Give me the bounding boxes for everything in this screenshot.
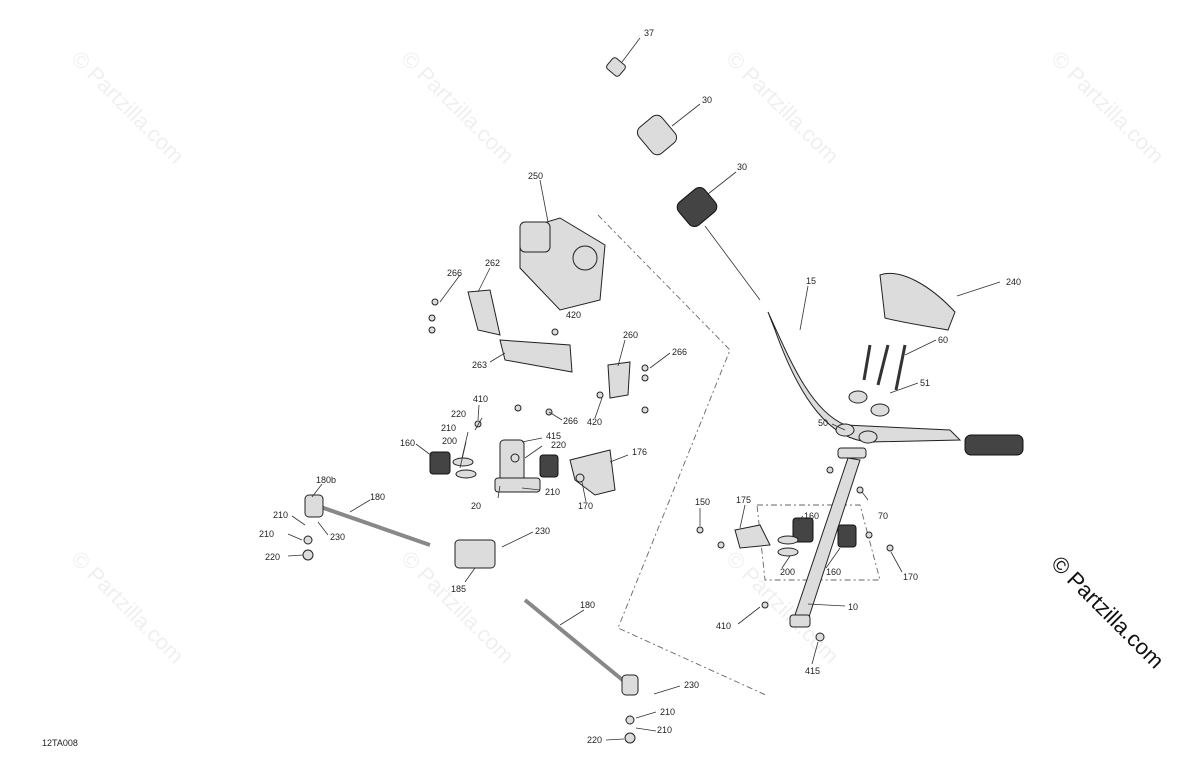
callout-210: 210 — [660, 707, 675, 717]
watermark: © Partzilla.com — [1046, 46, 1169, 169]
callout-415: 415 — [805, 666, 820, 676]
callout-210: 210 — [441, 423, 456, 433]
callout-240: 240 — [1006, 277, 1021, 287]
callout-220: 220 — [551, 440, 566, 450]
callout-70: 70 — [878, 511, 888, 521]
callout-175: 175 — [736, 495, 751, 505]
callout-262: 262 — [485, 258, 500, 268]
callout-230: 230 — [330, 532, 345, 542]
callout-30: 30 — [702, 95, 712, 105]
callout-leaders — [287, 37, 1001, 741]
callout-160: 160 — [804, 511, 819, 521]
callout-410: 410 — [473, 394, 488, 404]
callout-185: 185 — [451, 584, 466, 594]
callout-420: 420 — [587, 417, 602, 427]
watermark: © Partzilla.com — [66, 546, 189, 669]
diagram-code: 12TA008 — [42, 738, 78, 748]
steering-column — [789, 447, 867, 628]
callout-20: 20 — [471, 501, 481, 511]
callout-180b: 180b — [316, 475, 336, 485]
callout-170: 170 — [578, 501, 593, 511]
callout-200: 200 — [442, 436, 457, 446]
copyright-label: © Partzilla.com — [1046, 551, 1169, 674]
hardware — [302, 298, 894, 744]
handlebar — [767, 311, 1024, 456]
callout-415: 415 — [546, 431, 561, 441]
callout-51: 51 — [920, 378, 930, 388]
pitman-arm-assembly — [429, 439, 857, 549]
callout-230: 230 — [684, 680, 699, 690]
callout-230: 230 — [535, 526, 550, 536]
callout-420: 420 — [566, 310, 581, 320]
callout-220: 220 — [451, 409, 466, 419]
callout-160: 160 — [826, 567, 841, 577]
callout-15: 15 — [806, 276, 816, 286]
watermark: © Partzilla.com — [721, 46, 844, 169]
callout-180: 180 — [370, 492, 385, 502]
callout-260: 260 — [623, 330, 638, 340]
callout-30: 30 — [737, 162, 747, 172]
callout-220: 220 — [265, 552, 280, 562]
callout-220: 220 — [587, 735, 602, 745]
callout-37: 37 — [644, 28, 654, 38]
assembly-outline — [597, 214, 769, 697]
callout-266: 266 — [447, 268, 462, 278]
handlebar-pad — [879, 273, 956, 331]
watermark-layer: © Partzilla.com © Partzilla.com © Partzi… — [66, 46, 1169, 669]
callout-160: 160 — [400, 438, 415, 448]
callout-266: 266 — [563, 416, 578, 426]
callout-210: 210 — [273, 510, 288, 520]
callout-150: 150 — [695, 497, 710, 507]
watermark: © Partzilla.com — [396, 46, 519, 169]
callout-10: 10 — [848, 602, 858, 612]
callout-170: 170 — [903, 572, 918, 582]
callout-180: 180 — [580, 600, 595, 610]
watermark: © Partzilla.com — [66, 46, 189, 169]
callout-410: 410 — [716, 621, 731, 631]
callout-labels: 37 30 30 250 266 262 420 15 240 60 51 26… — [259, 28, 1021, 745]
power-steering-unit — [519, 217, 606, 311]
handlebar-grip-top — [606, 57, 761, 301]
callout-60: 60 — [938, 335, 948, 345]
tie-rods — [304, 494, 639, 696]
callout-176: 176 — [632, 447, 647, 457]
callout-210: 210 — [657, 725, 672, 735]
callout-210: 210 — [259, 529, 274, 539]
callout-266: 266 — [672, 347, 687, 357]
callout-263: 263 — [472, 360, 487, 370]
mounting-brackets — [467, 289, 631, 399]
callout-200: 200 — [780, 567, 795, 577]
callout-50: 50 — [818, 418, 828, 428]
callout-210: 210 — [545, 487, 560, 497]
callout-250: 250 — [528, 171, 543, 181]
